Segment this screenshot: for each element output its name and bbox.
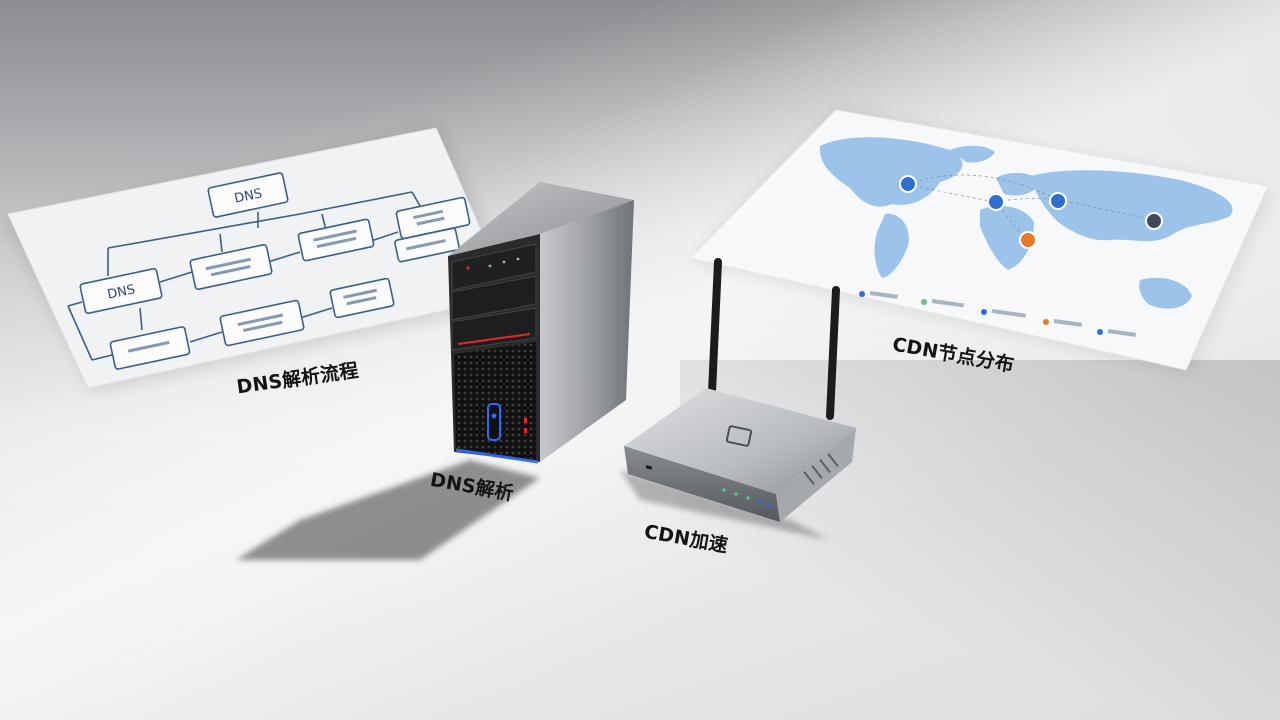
continent-greenland (950, 145, 995, 163)
cdn-routes (907, 174, 1155, 241)
router (620, 258, 856, 540)
router-vent (803, 453, 839, 485)
router-front (624, 446, 780, 522)
flow-nodes: DNS DNS (79, 172, 471, 370)
node-scribbles (127, 209, 446, 353)
blue-base-glow (455, 448, 539, 464)
world-map (819, 137, 1233, 309)
server-top (448, 182, 634, 256)
server-shadow (236, 460, 540, 560)
cdn-nodes (899, 175, 1163, 249)
antenna-left (708, 258, 722, 396)
flowchart-card: DNS DNS (6, 126, 520, 392)
map-legend (859, 291, 1137, 337)
red-led-strip (457, 333, 531, 345)
continent-north-america (819, 137, 963, 207)
drive-bay (451, 275, 537, 321)
router-logo-icon (725, 425, 753, 447)
cdn-node-marker (899, 175, 917, 193)
server-tower (236, 182, 634, 560)
flow-node (189, 243, 273, 291)
flow-node (219, 299, 305, 347)
cdn-node-marker (1049, 192, 1067, 210)
flow-node-dns-top-label: DNS (233, 186, 264, 206)
mesh-vent (454, 342, 536, 460)
continent-asia (1030, 170, 1233, 242)
cdn-map-card (689, 109, 1272, 374)
flow-node (297, 218, 375, 262)
power-button (487, 403, 501, 441)
continent-europe (996, 172, 1040, 196)
router-status-leds (722, 488, 772, 507)
server-side-panel (540, 200, 634, 462)
continent-south-america (874, 213, 909, 278)
flow-node-dns-left (79, 267, 163, 315)
router-top (624, 388, 856, 494)
drive-bay (451, 243, 537, 291)
drive-bay (451, 307, 537, 351)
router-side (776, 428, 856, 522)
cdn-node-marker (1019, 231, 1037, 249)
power-led (491, 413, 497, 419)
antenna-right (826, 286, 840, 420)
continent-africa (980, 206, 1034, 270)
cdn-node-marker (987, 193, 1005, 211)
flow-node-dns-left-label: DNS (106, 282, 137, 302)
flow-node (329, 277, 395, 319)
cdn-node-marker (1145, 212, 1163, 230)
continent-australia (1139, 277, 1192, 309)
flow-node-dns-top (207, 172, 289, 218)
